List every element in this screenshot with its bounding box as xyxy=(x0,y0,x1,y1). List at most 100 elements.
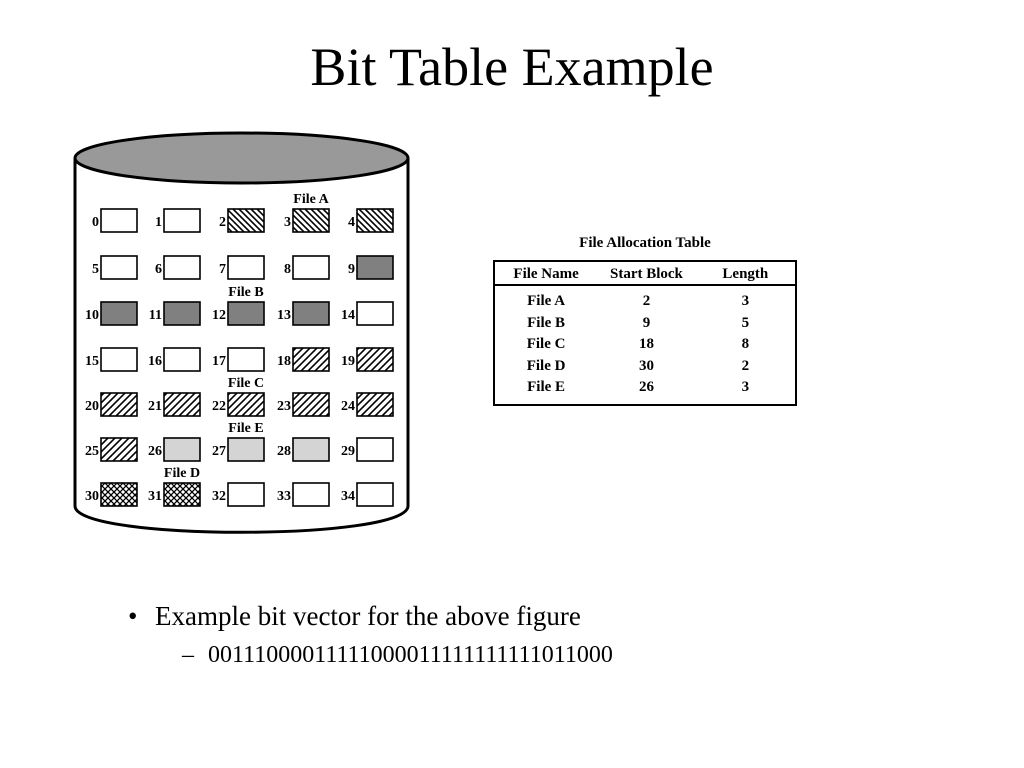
disk-block-18 xyxy=(292,347,330,372)
block-number-label: 2 xyxy=(219,215,226,230)
cell-start-block: 18 xyxy=(638,336,654,352)
disk-block-15 xyxy=(100,347,138,372)
block-number-label: 26 xyxy=(148,444,162,459)
block-number-label: 18 xyxy=(277,354,291,369)
disk-block-9 xyxy=(356,255,394,280)
block-number-label: 31 xyxy=(148,489,162,504)
fat-header-row: File Name Start Block Length xyxy=(494,261,796,286)
block-number-label: 30 xyxy=(85,489,99,504)
cell-length: 5 xyxy=(741,314,750,331)
disk-block-28 xyxy=(292,437,330,462)
bit-vector-text: 00111000011111000011111111111011000 xyxy=(208,642,613,668)
block-number-label: 14 xyxy=(341,308,355,323)
cell-file-name: File C xyxy=(526,336,566,352)
block-number-label: 22 xyxy=(212,399,226,414)
file-label: File D xyxy=(164,466,200,481)
cell-start-block: 2 xyxy=(642,293,651,309)
disk-block-20 xyxy=(100,392,138,417)
cell-start-block: 9 xyxy=(642,314,651,331)
block-number-label: 6 xyxy=(155,262,162,277)
disk-block-33 xyxy=(292,482,330,507)
fat-table: File Name Start Block Length File A 2 3 … xyxy=(493,260,797,406)
disk-block-4 xyxy=(356,208,394,233)
block-number-label: 19 xyxy=(341,354,355,369)
block-number-label: 21 xyxy=(148,399,162,414)
bullet-text: Example bit vector for the above figure xyxy=(155,601,581,631)
cell-start-block: 30 xyxy=(638,357,654,374)
fat-caption: File Allocation Table xyxy=(579,235,711,251)
disk-block-25 xyxy=(100,437,138,462)
table-row: File B 9 5 xyxy=(494,313,796,335)
file-allocation-table: File Allocation Table File Name Start Bl… xyxy=(493,233,797,406)
file-label: File A xyxy=(293,192,329,207)
block-number-label: 4 xyxy=(348,215,355,230)
disk-block-24 xyxy=(356,392,394,417)
disk-block-5 xyxy=(100,255,138,280)
disk-block-8 xyxy=(292,255,330,280)
bullet-dot-icon: • xyxy=(128,601,138,631)
block-number-label: 32 xyxy=(212,489,226,504)
disk-block-13 xyxy=(292,301,330,326)
block-number-label: 12 xyxy=(212,308,226,323)
block-number-label: 15 xyxy=(85,354,99,369)
cell-file-name: File D xyxy=(526,357,566,374)
block-number-label: 1 xyxy=(155,215,162,230)
slide-title: Bit Table Example xyxy=(310,37,714,97)
block-number-label: 16 xyxy=(148,354,162,369)
block-number-label: 23 xyxy=(277,399,291,414)
file-label: File C xyxy=(228,376,264,391)
disk-block-34 xyxy=(356,482,394,507)
header-length: Length xyxy=(695,261,796,286)
disk-block-29 xyxy=(356,437,394,462)
disk-block-19 xyxy=(356,347,394,372)
block-number-label: 33 xyxy=(277,489,291,504)
disk-block-0 xyxy=(100,208,138,233)
disk-block-12 xyxy=(227,301,265,326)
disk-block-26 xyxy=(163,437,201,462)
block-number-label: 0 xyxy=(92,215,99,230)
disk-block-1 xyxy=(163,208,201,233)
block-number-label: 29 xyxy=(341,444,355,459)
file-label: File B xyxy=(228,285,263,300)
disk-block-22 xyxy=(227,392,265,417)
block-number-label: 25 xyxy=(85,444,99,459)
disk-block-6 xyxy=(163,255,201,280)
table-row: File D 30 2 xyxy=(494,356,796,378)
block-number-label: 10 xyxy=(85,308,99,323)
cell-length: 2 xyxy=(741,357,750,374)
block-number-label: 8 xyxy=(284,262,291,277)
disk-block-32 xyxy=(227,482,265,507)
bullet-list: • Example bit vector for the above figur… xyxy=(128,596,988,670)
block-number-label: 34 xyxy=(341,489,355,504)
cell-length: 3 xyxy=(741,379,750,395)
header-file-name: File Name xyxy=(494,261,598,286)
block-number-label: 3 xyxy=(284,215,291,230)
block-number-label: 9 xyxy=(348,262,355,277)
file-label: File E xyxy=(228,421,263,436)
cell-file-name: File B xyxy=(527,314,566,331)
disk-block-23 xyxy=(292,392,330,417)
block-number-label: 7 xyxy=(219,262,226,277)
cell-start-block: 26 xyxy=(638,379,654,395)
table-row: File E 26 3 xyxy=(494,377,796,405)
disk-block-2 xyxy=(227,208,265,233)
bullet-item: • Example bit vector for the above figur… xyxy=(128,596,988,636)
cell-file-name: File E xyxy=(527,379,566,395)
disk-block-7 xyxy=(227,255,265,280)
block-number-label: 27 xyxy=(212,444,226,459)
sub-bullet-item: – 00111000011111000011111111111011000 xyxy=(128,640,988,670)
table-row: File A 2 3 xyxy=(494,285,796,313)
disk-block-27 xyxy=(227,437,265,462)
block-number-label: 5 xyxy=(92,262,99,277)
disk-lid xyxy=(73,131,410,185)
cell-length: 8 xyxy=(741,336,750,352)
block-number-label: 13 xyxy=(277,308,291,323)
block-number-label: 11 xyxy=(149,308,162,323)
disk-block-17 xyxy=(227,347,265,372)
disk-block-31 xyxy=(163,482,201,507)
disk-block-30 xyxy=(100,482,138,507)
disk-block-11 xyxy=(163,301,201,326)
block-number-label: 28 xyxy=(277,444,291,459)
dash-icon: – xyxy=(182,642,194,668)
